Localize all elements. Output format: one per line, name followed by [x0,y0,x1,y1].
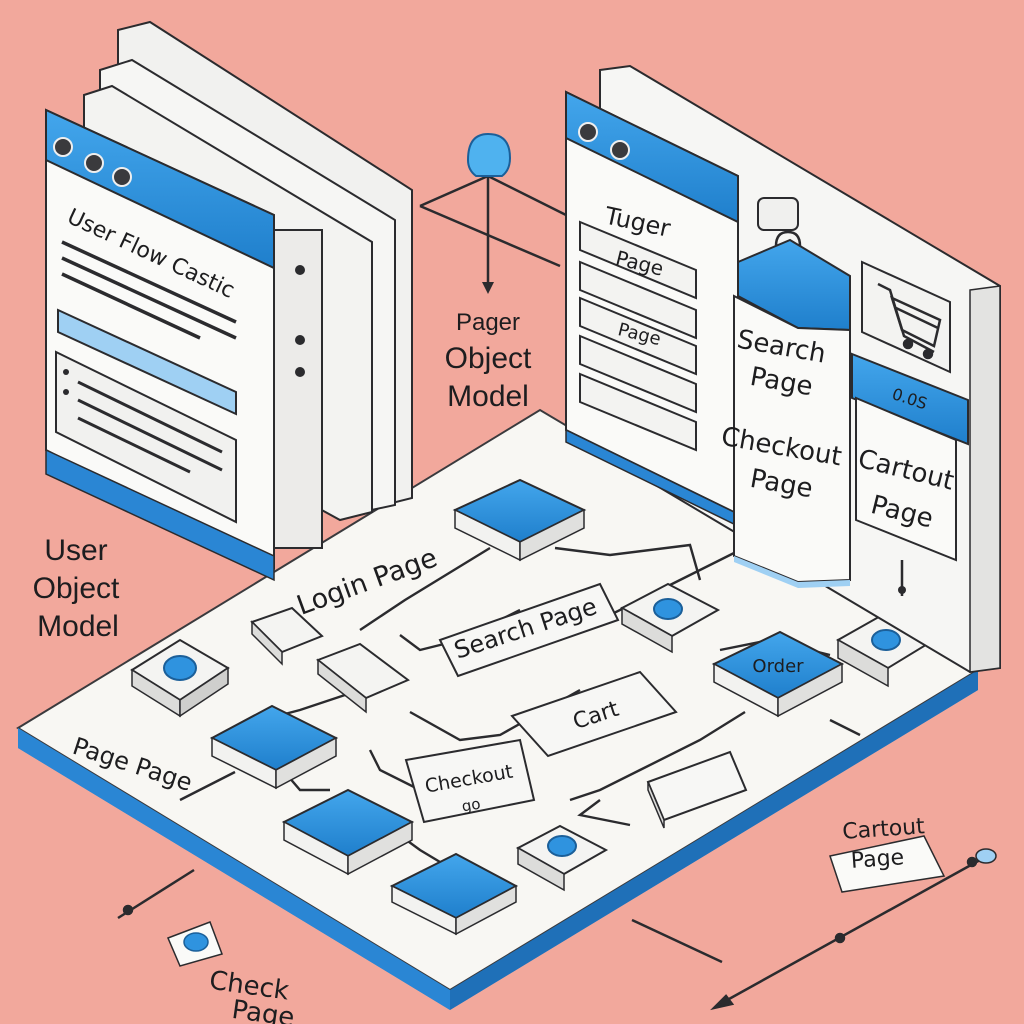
left-window-text-lines [61,240,237,340]
search-page-card[interactable] [438,582,620,678]
board-node-order[interactable]: Order [711,630,845,718]
board-node-blue-top[interactable] [452,478,587,562]
board-node-icon-left[interactable] [130,638,230,718]
right-window[interactable]: Tuger Page Page [565,90,739,528]
cart-icon [877,282,942,360]
card-cart[interactable]: Cart [510,670,678,758]
svg-text:Pager: Pager [456,309,520,336]
floating-cartout-label: Cartout Page [829,814,946,893]
search-checkout-card[interactable]: Search Page Checkout Page [719,197,851,588]
board-node-blue-bottom[interactable] [389,852,519,936]
board-node-blue-mid[interactable] [209,704,339,790]
left-window-input[interactable] [57,308,237,416]
checkout-card-sublabel: go [460,795,482,816]
left-window[interactable]: User Flow Castic [45,108,275,582]
board-node-icon-top[interactable] [619,582,721,654]
window-dot-icon [53,137,73,157]
floating-check-label: Check Page [167,921,296,1024]
lock-icon [774,230,802,247]
board-node-blue-low[interactable] [281,788,415,876]
svg-text:Object: Object [445,342,532,375]
svg-text:Cartout: Cartout [842,814,926,845]
window-dot-icon [578,122,598,142]
lower-left-connector [117,868,723,964]
window-dot-icon [112,167,132,187]
card-blank-right[interactable] [646,750,748,829]
floating-arrow [710,848,997,1011]
pager-object-model-caption: Pager Object Model [445,309,532,413]
svg-text:Object: Object [33,572,120,605]
card-checkout[interactable]: Checkout go [404,738,536,824]
board-node-white-2[interactable] [315,642,410,714]
window-dot-icon [84,153,104,173]
board-node-white-1[interactable] [250,606,324,666]
cart-icon-box[interactable] [861,260,951,374]
svg-text:Model: Model [447,380,529,413]
order-node-label: Order [752,656,804,677]
cartout-card[interactable]: 0.0S Cartout Page [851,352,969,596]
pager-pin [419,132,569,294]
svg-text:User: User [44,534,107,567]
check-icon [183,932,209,952]
pin-icon [466,132,512,177]
board-node-icon-bottom[interactable] [515,824,609,892]
window-dot-icon [610,140,630,160]
svg-text:Model: Model [37,610,119,643]
svg-text:Page: Page [850,845,905,874]
user-object-model-caption: User Object Model [33,534,120,643]
